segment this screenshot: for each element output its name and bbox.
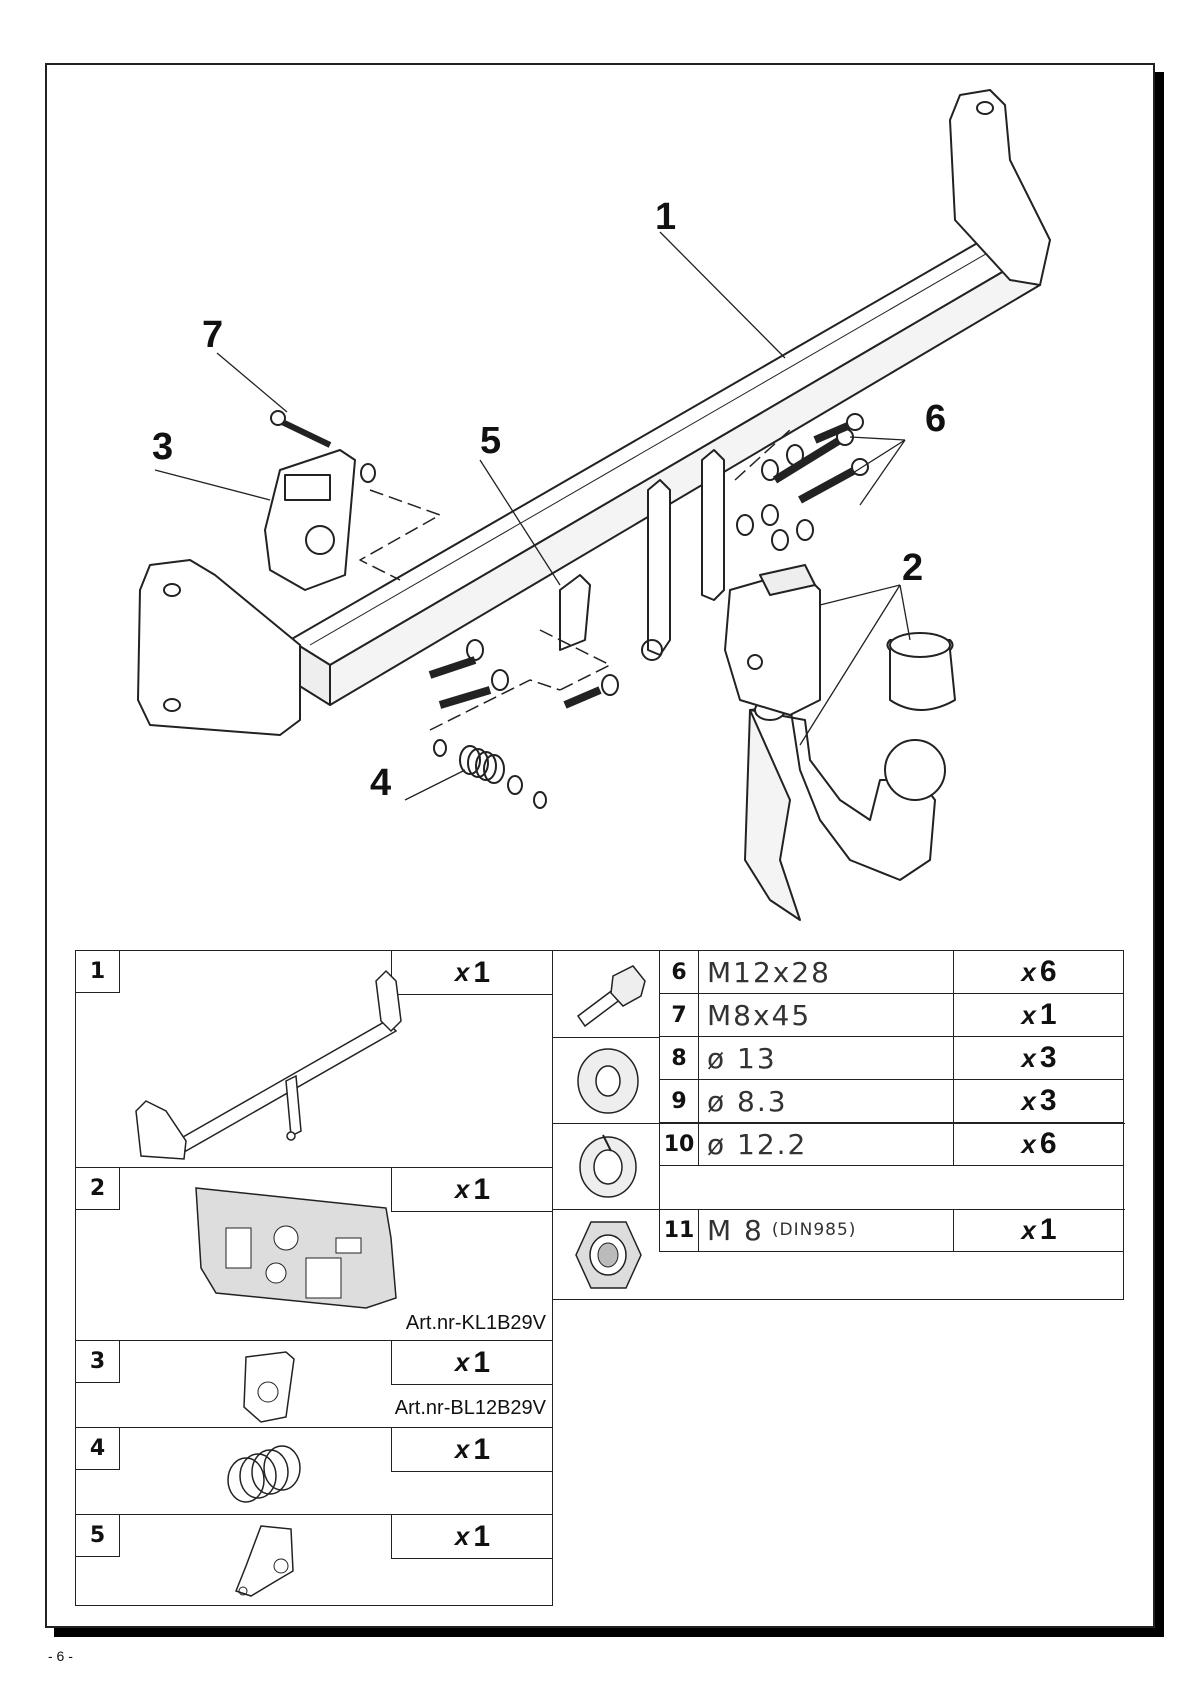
- hardware-number: 6: [659, 951, 699, 993]
- callout-2: 2: [902, 547, 924, 589]
- towball-drawing: [744, 632, 956, 921]
- callout-5: 5: [480, 420, 502, 462]
- mounting-plate-thumbnail: [235, 1525, 294, 1597]
- crossbar-thumbnail: [135, 969, 402, 1160]
- bolt-icon: [576, 965, 646, 1028]
- callout-7: 7: [202, 314, 224, 356]
- spring-4-drawing: [433, 739, 547, 809]
- hardware-number: 8: [659, 1037, 699, 1079]
- bracket-3-drawing: [264, 449, 356, 591]
- callout-4: 4: [370, 762, 392, 804]
- nut-icon: [575, 1221, 642, 1289]
- page-number: - 6 -: [48, 1648, 73, 1664]
- callout-3: 3: [152, 426, 174, 468]
- hardware-number: 11: [659, 1209, 699, 1251]
- crossbar-drawing: [137, 89, 1051, 736]
- hardware-description: ø 8.3: [707, 1084, 788, 1118]
- part-number: 5: [76, 1515, 120, 1557]
- part-number: 4: [76, 1428, 120, 1470]
- hardware-number: 9: [659, 1080, 699, 1122]
- callout-6: 6: [925, 398, 947, 440]
- bolts-6-drawing: [736, 413, 869, 551]
- article-number: Art.nr-KL1B29V: [405, 1312, 546, 1334]
- callout-1: 1: [655, 196, 677, 238]
- washer-icon: [577, 1048, 639, 1114]
- hardware-number: 10: [659, 1123, 699, 1165]
- hardware-description: M 8(DIN985): [707, 1213, 857, 1247]
- hardware-description: M8x45: [707, 998, 812, 1032]
- installation-kit-thumbnail: [195, 1187, 397, 1309]
- spring-thumbnail: [227, 1445, 301, 1503]
- hardware-description: M12x28: [707, 955, 831, 989]
- hardware-description: ø 13: [707, 1041, 777, 1075]
- hardware-description: ø 12.2: [707, 1127, 808, 1161]
- exploded-assembly-drawing: [137, 89, 1051, 921]
- hardware-number: 7: [659, 994, 699, 1036]
- part-number: 3: [76, 1341, 120, 1383]
- article-number: Art.nr-BL12B29V: [394, 1397, 546, 1419]
- bracket-thumbnail: [243, 1351, 295, 1423]
- socket-housing-drawing: [724, 564, 821, 716]
- part-number: 1: [76, 951, 120, 993]
- spring-washer-icon: [579, 1134, 637, 1198]
- part-number: 2: [76, 1168, 120, 1210]
